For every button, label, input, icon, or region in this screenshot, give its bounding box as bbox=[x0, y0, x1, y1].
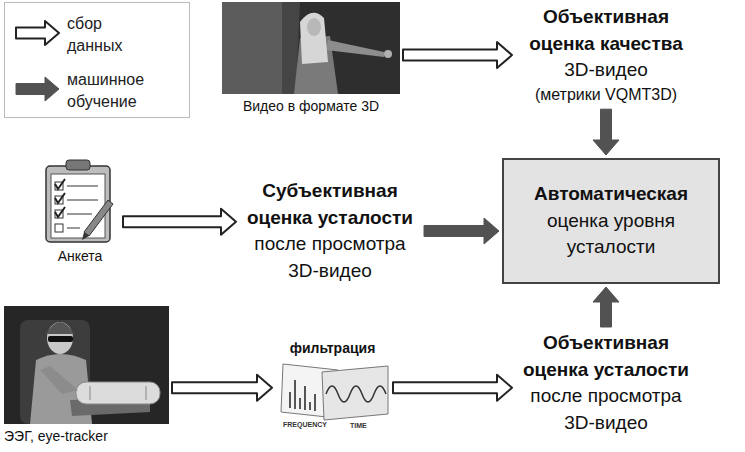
node-text: (метрики VQMT3D) bbox=[515, 84, 697, 106]
filter-illustration-part bbox=[322, 366, 388, 420]
photo-node: ЭЭГ, eye-tracker bbox=[4, 306, 169, 446]
picture-area bbox=[222, 2, 400, 94]
legend-arrow bbox=[16, 21, 59, 45]
data-arrow bbox=[172, 375, 272, 401]
questionnaire-icon-part bbox=[51, 174, 105, 238]
eeg-photo-part bbox=[90, 386, 91, 400]
questionnaire-icon-part bbox=[66, 160, 90, 170]
filter-illustration-part bbox=[289, 392, 291, 408]
data-arrow bbox=[403, 42, 512, 68]
filter-illustration-part bbox=[294, 380, 296, 409]
text-node: Объективная оценка качества3D-видео(метр… bbox=[515, 4, 697, 106]
icon-node: Анкета bbox=[40, 158, 120, 266]
node-heading: Видео в формате 3D bbox=[222, 98, 400, 116]
questionnaire-icon-part bbox=[67, 227, 80, 229]
video-node: Видео в формате 3D bbox=[222, 2, 400, 116]
learning-arrow bbox=[424, 218, 499, 244]
questionnaire-icon-part bbox=[55, 193, 65, 203]
node-heading: Анкета bbox=[40, 248, 120, 266]
eeg-photo-part bbox=[46, 322, 74, 334]
node-text: 3D-видео bbox=[515, 57, 697, 84]
eeg-photo-part bbox=[48, 336, 73, 342]
picture-area bbox=[4, 306, 169, 424]
eeg-photo-part bbox=[146, 386, 147, 400]
node-heading: фильтрация bbox=[275, 340, 390, 358]
legend-text: машинное обучение bbox=[67, 69, 149, 113]
picture-area bbox=[40, 158, 120, 244]
questionnaire-icon-part bbox=[84, 200, 113, 236]
node-text: после просмотра 3D-видео bbox=[515, 383, 697, 436]
questionnaire-icon-part bbox=[67, 199, 98, 201]
data-arrow bbox=[123, 209, 236, 235]
movie-still-part bbox=[222, 2, 282, 94]
legend-box: сбор данных машинное обучение bbox=[4, 2, 190, 118]
questionnaire-icon-part bbox=[46, 166, 110, 242]
node-text: оценка уровня усталости bbox=[514, 208, 708, 261]
filter-illustration-part bbox=[304, 386, 306, 410]
filter-illustration-part bbox=[314, 394, 316, 411]
node-heading: Автоматическая bbox=[514, 181, 708, 208]
filter-illustration-part bbox=[309, 402, 311, 410]
eeg-photo-part bbox=[40, 366, 78, 394]
node-heading: Объективная оценка усталости bbox=[515, 330, 697, 383]
eeg-photo-part bbox=[76, 382, 160, 404]
node-heading: Объективная оценка качества bbox=[515, 4, 697, 57]
legend-row: сбор данных bbox=[5, 11, 185, 59]
movie-still-part bbox=[300, 13, 328, 64]
axis-caption: FREQUENCY bbox=[283, 421, 327, 428]
process-box: Автоматическаяоценка уровня усталости bbox=[502, 158, 720, 284]
node-heading: Субъективная оценка усталости bbox=[239, 178, 421, 231]
movie-still-part bbox=[307, 18, 321, 36]
questionnaire-icon-part bbox=[67, 213, 92, 215]
questionnaire-icon bbox=[46, 160, 113, 242]
learning-arrow bbox=[593, 287, 619, 327]
node-text: после просмотра 3D-видео bbox=[239, 231, 421, 284]
questionnaire-icon-part bbox=[55, 224, 63, 232]
filter-illustration-part bbox=[326, 386, 386, 402]
text-node: Субъективная оценка усталостипосле просм… bbox=[239, 178, 421, 284]
questionnaire-icon-part bbox=[55, 179, 65, 189]
movie-still-part bbox=[384, 50, 392, 58]
text-node: Объективная оценка усталостипосле просмо… bbox=[515, 330, 697, 436]
eeg-photo-part bbox=[47, 322, 73, 354]
movie-still-part bbox=[326, 40, 384, 57]
questionnaire-icon-part bbox=[82, 232, 89, 240]
questionnaire-icon-part bbox=[55, 207, 65, 217]
legend-sample bbox=[13, 18, 63, 48]
filter-illustration bbox=[281, 364, 388, 420]
eeg-photo bbox=[4, 306, 169, 424]
data-arrow bbox=[393, 375, 512, 401]
eeg-photo-part bbox=[4, 306, 169, 424]
movie-still-part bbox=[222, 2, 400, 94]
legend-sample bbox=[13, 74, 63, 104]
movie-still bbox=[222, 2, 400, 94]
node-heading: ЭЭГ, eye-tracker bbox=[4, 428, 169, 446]
axis-caption: TIME bbox=[350, 422, 367, 429]
legend-arrow bbox=[16, 77, 59, 101]
legend-row: машинное обучение bbox=[5, 67, 185, 115]
filter-illustration-part bbox=[299, 398, 301, 409]
legend-text: сбор данных bbox=[67, 13, 149, 57]
questionnaire-icon-part bbox=[67, 185, 98, 187]
learning-arrow bbox=[593, 109, 619, 155]
